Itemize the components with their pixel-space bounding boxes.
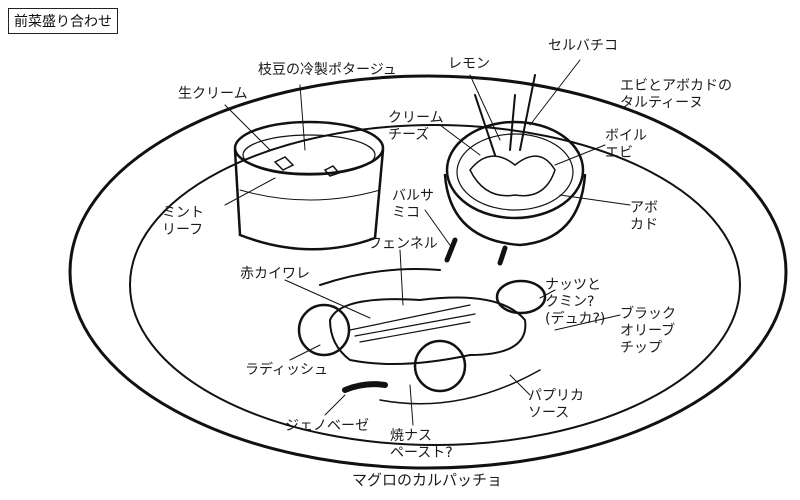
label-nuts-cumin: ナッツと クミン? (デュカ?) <box>545 277 606 327</box>
tartine <box>443 74 587 266</box>
page-title: 前菜盛り合わせ <box>8 8 118 34</box>
label-eggplant: 焼ナス ペースト? <box>390 428 453 461</box>
label-paprika-sauce: パプリカ ソース <box>528 388 584 421</box>
label-tartine: エビとアボカドの タルティーヌ <box>620 78 732 111</box>
label-boiled-shrimp: ボイル エビ <box>605 128 647 161</box>
plate-outer-rim <box>68 74 788 470</box>
label-red-sprouts: 赤カイワレ <box>240 266 310 282</box>
label-balsamic: バルサ ミコ <box>392 188 434 221</box>
label-avocado: アボ カド <box>630 200 658 233</box>
label-lemon: レモン <box>448 56 490 72</box>
label-selvatico: セルバチコ <box>548 38 618 54</box>
label-mint: ミント リーフ <box>162 205 204 238</box>
label-fennel: フェンネル <box>368 236 438 252</box>
label-genovese: ジェノベーゼ <box>285 418 369 434</box>
soup-cup <box>233 120 385 251</box>
plate-inner-rim <box>129 124 741 446</box>
label-cream: 生クリーム <box>178 86 248 102</box>
carpaccio <box>297 268 547 405</box>
label-carpaccio: マグロのカルパッチョ <box>352 471 503 489</box>
label-potage: 枝豆の冷製ポタージュ <box>258 62 397 78</box>
label-olive-chips: ブラック オリーブ チップ <box>620 306 676 356</box>
label-radish: ラディッシュ <box>245 362 329 378</box>
label-cream-cheese: クリーム チーズ <box>388 110 444 143</box>
